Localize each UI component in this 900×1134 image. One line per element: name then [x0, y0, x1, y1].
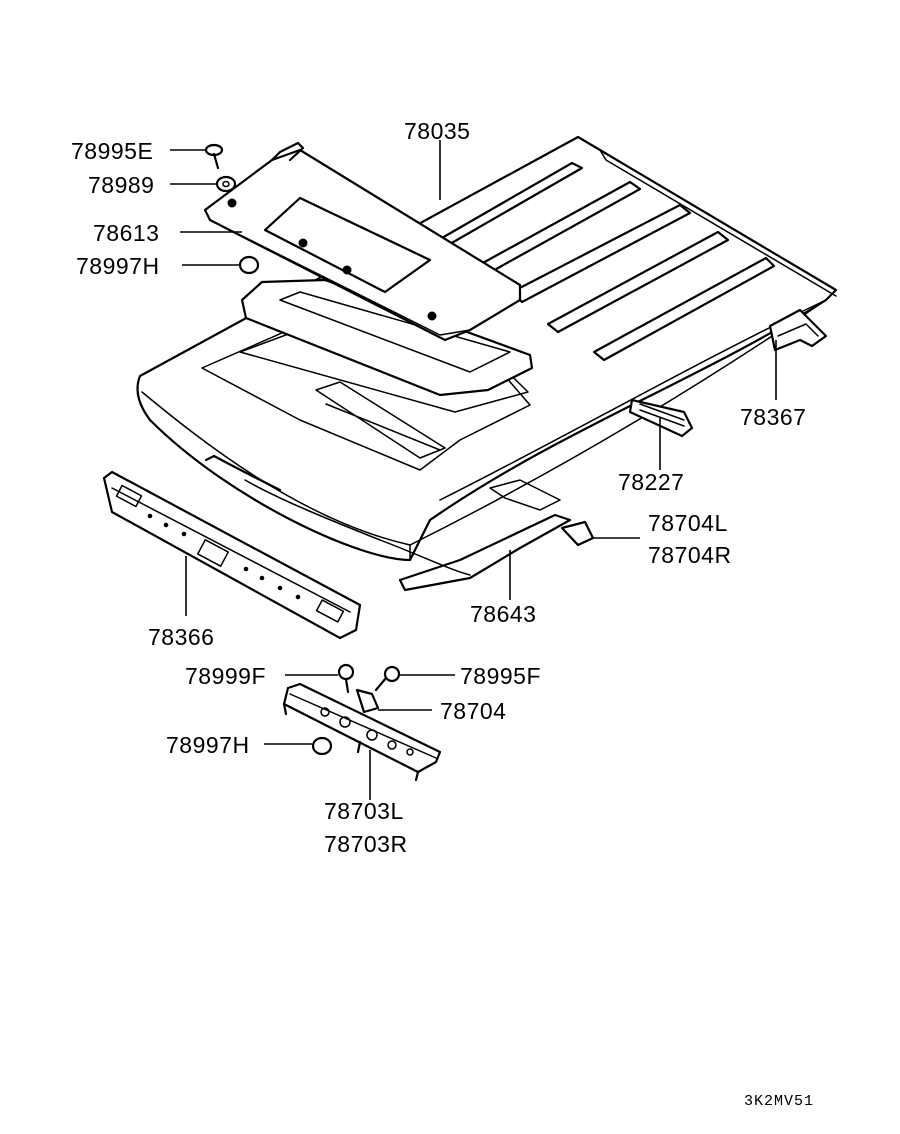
- bracket-lr: [560, 520, 595, 547]
- clip-78997h-top: [238, 255, 260, 275]
- washer-78989: [215, 175, 237, 193]
- clip-78999f: [337, 663, 355, 694]
- clip-78997h-bottom: [311, 736, 333, 756]
- label-78613: 78613: [93, 220, 160, 246]
- leader-lines: [170, 140, 777, 800]
- screw-78995e: [204, 143, 224, 170]
- label-78704l: 78704L: [648, 510, 728, 536]
- label-78995e: 78995E: [71, 138, 154, 164]
- label-78703r: 78703R: [324, 831, 408, 857]
- label-78997h-bottom: 78997H: [166, 732, 250, 758]
- rear-bow: [204, 454, 572, 592]
- screw-78995f: [374, 665, 401, 692]
- bracket-78704: [355, 688, 380, 714]
- sunroof-glass: [240, 278, 534, 397]
- label-78704r: 78704R: [648, 542, 732, 568]
- label-78704: 78704: [440, 698, 507, 724]
- label-78999f: 78999F: [185, 663, 267, 689]
- label-78703l: 78703L: [324, 798, 404, 824]
- rear-rail: [768, 308, 828, 352]
- side-rail: [628, 398, 694, 438]
- label-78035: 78035: [404, 118, 471, 144]
- label-78367: 78367: [740, 404, 807, 430]
- drawing-code: 3K2MV51: [744, 1093, 815, 1110]
- label-78989: 78989: [88, 172, 155, 198]
- lower-bow: [282, 682, 442, 782]
- label-78643: 78643: [470, 601, 537, 627]
- label-78995f: 78995F: [460, 663, 542, 689]
- label-78227: 78227: [618, 469, 685, 495]
- front-header: [102, 470, 362, 640]
- label-78366: 78366: [148, 624, 215, 650]
- sunroof-lid: [203, 141, 522, 342]
- label-78997h-top: 78997H: [76, 253, 160, 279]
